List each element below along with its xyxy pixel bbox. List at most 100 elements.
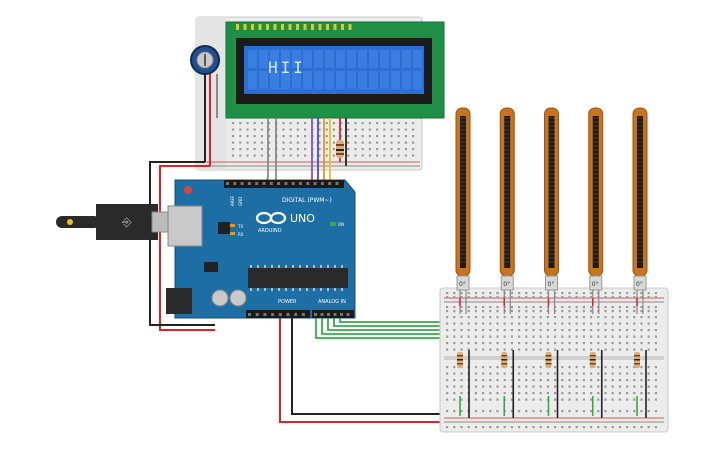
hole	[482, 348, 485, 351]
hole	[503, 348, 506, 351]
chip-pin	[285, 288, 287, 291]
hole	[376, 122, 379, 125]
hole	[618, 426, 621, 429]
hole	[582, 292, 585, 295]
hole	[325, 128, 328, 131]
lcd-cell	[259, 50, 268, 68]
hole	[347, 141, 350, 144]
hole	[361, 141, 364, 144]
hole	[626, 342, 629, 345]
hole	[390, 154, 393, 157]
hole	[604, 410, 607, 413]
hole	[539, 426, 542, 429]
hole	[496, 322, 499, 325]
hole	[510, 366, 513, 369]
lcd-text: HII	[268, 58, 306, 77]
hole	[618, 385, 621, 388]
hole	[525, 306, 528, 309]
hole	[518, 329, 521, 332]
hole	[575, 306, 578, 309]
hole	[604, 426, 607, 429]
hole	[582, 296, 585, 299]
hole	[611, 348, 614, 351]
hole	[510, 342, 513, 345]
hole	[453, 306, 456, 309]
hole	[347, 154, 350, 157]
hole	[654, 348, 657, 351]
hole	[611, 322, 614, 325]
hole	[482, 316, 485, 319]
lcd-cell	[292, 50, 301, 68]
lcd-pin	[318, 24, 322, 30]
hole	[633, 348, 636, 351]
resistor-band	[501, 359, 508, 361]
hole	[525, 296, 528, 299]
hole	[525, 392, 528, 395]
hole	[546, 322, 549, 325]
hole	[590, 398, 593, 401]
hole	[446, 335, 449, 338]
hole	[474, 379, 477, 382]
header-pin	[284, 182, 288, 185]
lcd-cell	[413, 71, 422, 89]
hole	[368, 148, 371, 151]
hole	[604, 342, 607, 345]
resistor-band	[545, 363, 552, 365]
header-pin	[248, 313, 251, 316]
hole	[554, 372, 557, 375]
header-pin	[340, 313, 343, 316]
hole	[561, 366, 564, 369]
flex-angle-label: 0°	[459, 281, 466, 288]
hole	[626, 335, 629, 338]
hole	[482, 410, 485, 413]
hole	[496, 398, 499, 401]
lcd-pin	[258, 24, 262, 30]
hole	[460, 316, 463, 319]
hole	[482, 385, 485, 388]
hole	[640, 316, 643, 319]
hole	[633, 379, 636, 382]
hole	[239, 154, 242, 157]
header-pin	[291, 182, 295, 185]
header-pin	[294, 313, 298, 316]
hole	[525, 292, 528, 295]
hole	[354, 128, 357, 131]
hole	[532, 392, 535, 395]
hole	[647, 348, 650, 351]
hole	[460, 306, 463, 309]
flex-base	[633, 275, 647, 291]
hole	[460, 372, 463, 375]
hole	[239, 135, 242, 138]
hole	[412, 135, 415, 138]
hole	[390, 141, 393, 144]
hole	[597, 398, 600, 401]
lcd-pin	[296, 24, 299, 30]
hole	[296, 128, 299, 131]
hole	[568, 342, 571, 345]
hole	[282, 135, 285, 138]
hole	[626, 348, 629, 351]
hole	[260, 154, 263, 157]
hole	[568, 398, 571, 401]
hole	[633, 385, 636, 388]
hole	[654, 372, 657, 375]
hole	[568, 310, 571, 313]
hole	[611, 385, 614, 388]
hole	[460, 410, 463, 413]
hole	[510, 398, 513, 401]
hole	[597, 322, 600, 325]
hole	[654, 306, 657, 309]
hole	[654, 310, 657, 313]
chip-pin	[313, 288, 315, 291]
hole	[654, 292, 657, 295]
hole	[510, 335, 513, 338]
digital-header-label: DIGITAL (PWM~)	[282, 197, 332, 204]
hole	[510, 426, 513, 429]
hole	[496, 329, 499, 332]
hole	[611, 329, 614, 332]
usb-icon: ⎆	[122, 215, 132, 229]
hole	[496, 348, 499, 351]
hole	[489, 322, 492, 325]
hole	[525, 342, 528, 345]
